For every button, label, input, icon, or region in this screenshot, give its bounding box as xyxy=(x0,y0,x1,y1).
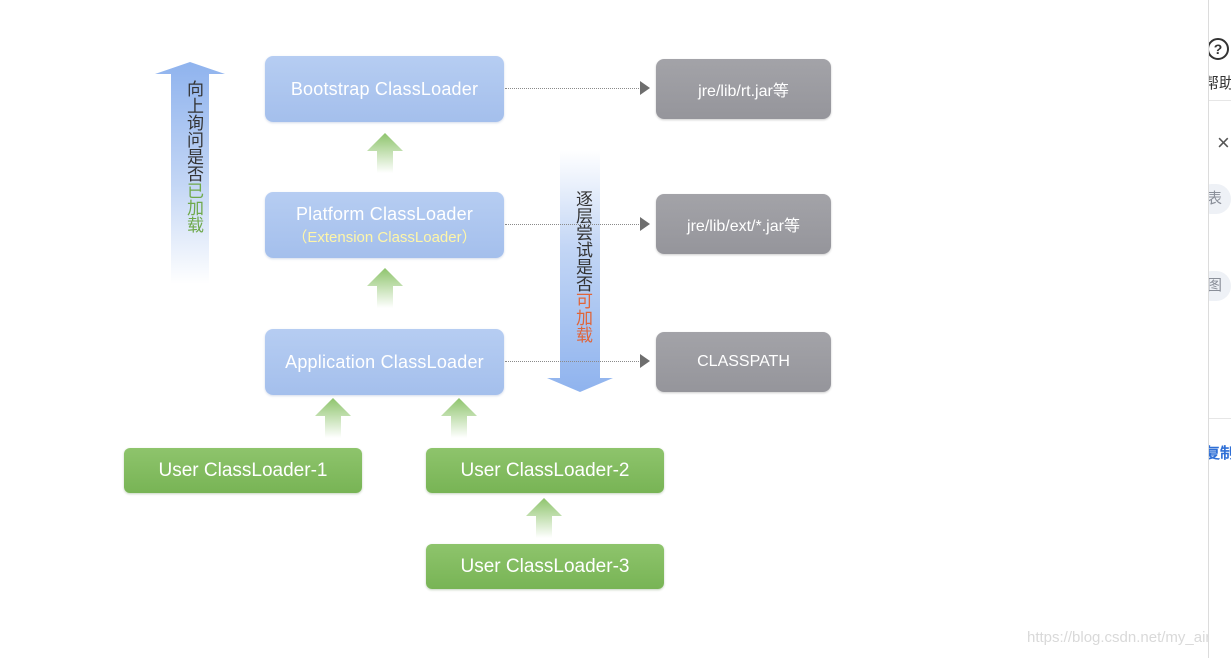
side-panel: ? 帮助 × 表 图 复制 xyxy=(1208,0,1231,658)
application-classloader-box: Application ClassLoader xyxy=(265,329,504,395)
user-classloader-2-label: User ClassLoader-2 xyxy=(460,459,630,481)
user3-to-user2-arrow xyxy=(526,498,562,538)
try-downward-label-highlight: 可加载 xyxy=(573,292,592,343)
user1-to-application-arrow xyxy=(315,398,351,438)
extension-classloader-label: （Extension ClassLoader） xyxy=(292,228,477,246)
help-label[interactable]: 帮助 xyxy=(1209,72,1231,93)
bootstrap-connector xyxy=(505,88,641,89)
side-item-image[interactable]: 图 xyxy=(1209,271,1231,301)
help-icon[interactable]: ? xyxy=(1209,38,1229,60)
ask-upward-label-plain: 向上询问是否 xyxy=(184,80,203,182)
application-to-platform-arrow xyxy=(367,268,403,308)
copy-link[interactable]: 复制 xyxy=(1209,442,1231,463)
try-downward-label-plain: 逐层尝试是否 xyxy=(573,190,592,292)
platform-classloader-box: Platform ClassLoader （Extension ClassLoa… xyxy=(265,192,504,258)
ask-upward-label: 向上询问是否已加载 xyxy=(180,80,203,233)
try-downward-arrow xyxy=(547,150,613,392)
watermark: https://blog.csdn.net/my_air xyxy=(1027,629,1211,646)
user-classloader-3-box: User ClassLoader-3 xyxy=(426,544,664,589)
rt-jar-path-label: jre/lib/rt.jar等 xyxy=(698,83,789,100)
user-classloader-2-box: User ClassLoader-2 xyxy=(426,448,664,493)
ext-jar-path-label: jre/lib/ext/*.jar等 xyxy=(687,218,800,235)
close-icon[interactable]: × xyxy=(1217,130,1230,155)
platform-connector xyxy=(505,224,641,225)
platform-connector-arrowhead xyxy=(640,217,650,231)
side-divider-2 xyxy=(1209,418,1231,419)
ext-jar-path-box: jre/lib/ext/*.jar等 xyxy=(656,194,831,254)
application-connector xyxy=(505,361,641,362)
user-classloader-1-label: User ClassLoader-1 xyxy=(158,459,328,481)
rt-jar-path-box: jre/lib/rt.jar等 xyxy=(656,59,831,119)
side-item-table[interactable]: 表 xyxy=(1209,184,1231,214)
platform-to-bootstrap-arrow xyxy=(367,133,403,173)
bootstrap-classloader-label: Bootstrap ClassLoader xyxy=(290,78,479,99)
user2-to-application-arrow xyxy=(441,398,477,438)
classpath-label: CLASSPATH xyxy=(697,353,790,370)
ask-upward-arrow xyxy=(155,62,225,284)
bootstrap-classloader-box: Bootstrap ClassLoader xyxy=(265,56,504,122)
side-divider xyxy=(1209,100,1231,101)
application-connector-arrowhead xyxy=(640,354,650,368)
try-downward-label: 逐层尝试是否可加载 xyxy=(569,190,592,343)
ask-upward-label-highlight: 已加载 xyxy=(184,182,203,233)
platform-classloader-label: Platform ClassLoader xyxy=(295,203,474,224)
user-classloader-1-box: User ClassLoader-1 xyxy=(124,448,362,493)
application-classloader-label: Application ClassLoader xyxy=(285,351,484,372)
classpath-box: CLASSPATH xyxy=(656,332,831,392)
user-classloader-3-label: User ClassLoader-3 xyxy=(460,555,630,577)
bootstrap-connector-arrowhead xyxy=(640,81,650,95)
